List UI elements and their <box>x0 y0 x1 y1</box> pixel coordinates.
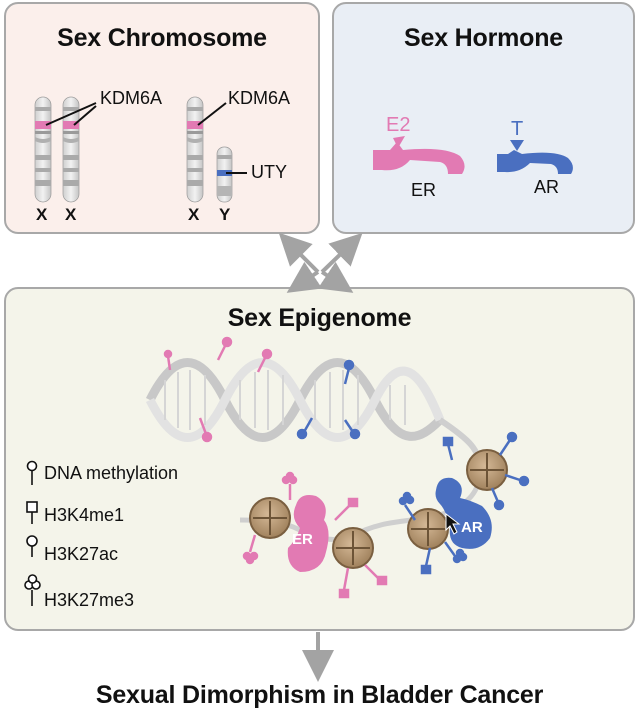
kdm6a-pointer-lines <box>45 102 247 174</box>
connecting-arrows <box>278 232 363 682</box>
cursor-icon <box>445 512 461 535</box>
sex-hormone-title: Sex Hormone <box>404 24 563 52</box>
er-blob <box>287 495 329 572</box>
nucleosome-1 <box>466 449 508 491</box>
x-chromosome-1 <box>34 96 52 203</box>
sex-epigenome-title: Sex Epigenome <box>227 304 412 332</box>
sex-hormone-panel: Sex Hormone <box>332 2 635 234</box>
legend-label-dna-methylation: DNA methylation <box>44 463 179 483</box>
legend-label-h3k27me3: H3K27me3 <box>44 590 135 610</box>
ar-blob <box>435 477 492 549</box>
er-receptor-shape <box>373 142 465 174</box>
pin-open-icon <box>26 535 38 557</box>
dna-helix <box>145 358 483 471</box>
footer-title: Sexual Dimorphism in Bladder Cancer <box>95 681 544 709</box>
nucleosome-4 <box>249 497 291 539</box>
y-chromosome <box>216 146 233 203</box>
er-blob-label: ER <box>292 531 313 548</box>
clover-icon <box>24 574 41 606</box>
ar-blob-label: AR <box>461 519 483 536</box>
legend-label-h3k4me1: H3K4me1 <box>44 505 125 525</box>
helix-epigenetic-marks <box>163 336 361 443</box>
testosterone-ligand-icon <box>510 140 524 151</box>
nucleosomes <box>249 449 508 569</box>
kdm6a-label-male: KDM6A <box>228 88 291 108</box>
chromosome-label-y: Y <box>219 205 231 224</box>
x-chromosome-2 <box>62 96 80 203</box>
ar-receptor-shape <box>497 150 573 174</box>
x-chromosome-3 <box>186 96 204 203</box>
nucleosome-2 <box>407 508 449 550</box>
chromosome-label-x2: X <box>65 205 77 224</box>
chromosome-label-x1: X <box>36 205 48 224</box>
sex-chromosome-panel: Sex Chromosome <box>4 2 320 234</box>
flag-rect-icon <box>26 501 38 524</box>
chromosome-label-x3: X <box>188 205 200 224</box>
estrogen-ligand-label: E2 <box>386 114 411 136</box>
sex-epigenome-panel: Sex Epigenome <box>4 287 635 631</box>
kdm6a-label-female: KDM6A <box>100 88 163 108</box>
sex-chromosome-title: Sex Chromosome <box>57 24 267 52</box>
legend-label-h3k27ac: H3K27ac <box>44 544 119 564</box>
testosterone-ligand-label: T <box>511 118 524 140</box>
nucleosome-3 <box>332 527 374 569</box>
chromatin-marks <box>242 431 530 599</box>
estrogen-ligand-icon <box>393 136 405 148</box>
lollipop-open-icon <box>26 460 38 485</box>
er-receptor-label: ER <box>411 180 437 200</box>
legend-icons <box>24 460 41 606</box>
ar-receptor-label: AR <box>534 177 560 197</box>
uty-label: UTY <box>251 162 287 182</box>
